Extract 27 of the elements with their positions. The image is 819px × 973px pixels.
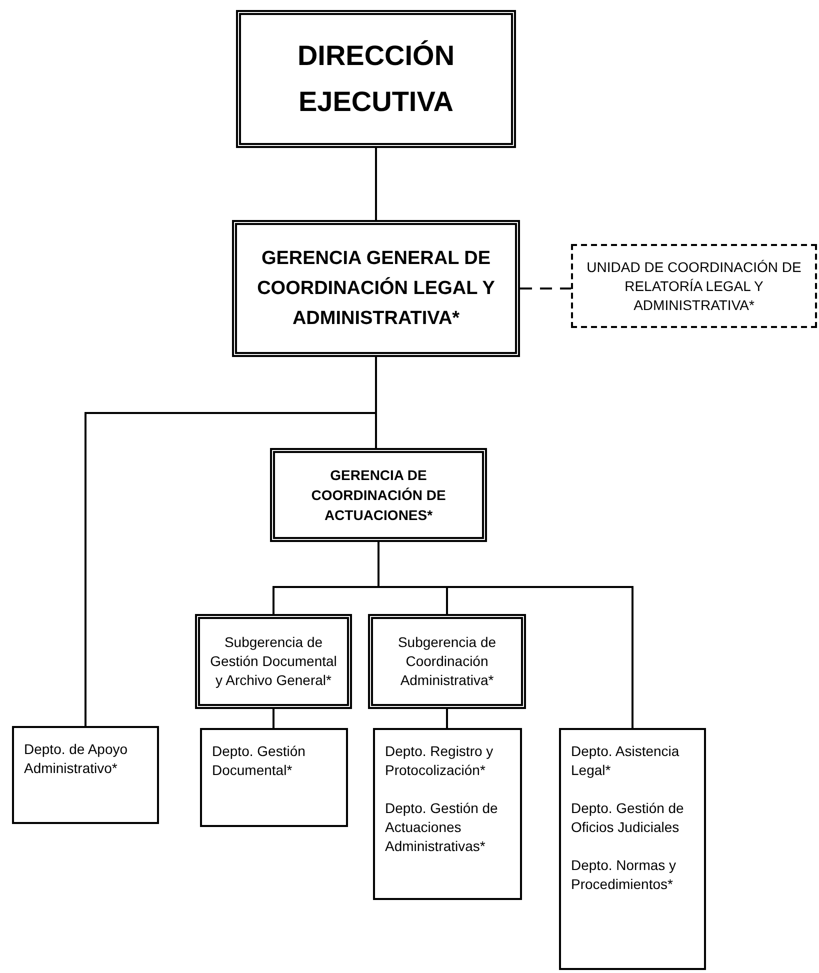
unit-name: Depto. Gestión Documental* [212,742,306,780]
unit-name: GERENCIA DE COORDINACIÓN DE ACTUACIONES* [310,466,447,525]
connector-line [520,288,571,290]
org-unit-box [270,448,487,542]
org-unit-box [236,10,516,148]
unit-name: Subgerencia de Gestión Documental y Archivo General* [210,633,337,690]
unit-name: Depto. de Apoyo Administrativo* [24,740,129,778]
org-unit-box [559,728,706,970]
unit-name: Depto. Registro y Protocolización* [385,742,494,780]
org-unit-box [195,614,352,709]
unit-name: DIRECCIÓN EJECUTIVA [296,39,456,119]
org-unit-box [368,614,526,709]
unit-name: Depto. Gestión de Oficios Judiciales [571,799,685,837]
org-unit-box [232,220,520,357]
connector-line [446,709,448,728]
connector-line [272,709,274,728]
unit-name: Depto. Gestión de Actuaciones Administrativas* [385,799,499,856]
org-unit-box [200,728,348,827]
unit-name: UNIDAD DE COORDINACIÓN DE RELATORÍA LEGAL Y ADMINISTRATIVA* [586,258,802,314]
unit-name: Subgerencia de Coordinación Administrativa* [396,633,498,690]
org-unit-box [12,726,159,824]
unit-name: Depto. Asistencia Legal* [571,742,680,780]
connector-line [375,148,377,220]
org-unit-box [571,244,817,328]
unit-name: Depto. Normas y Procedimientos* [571,856,678,894]
org-unit-box [373,728,522,900]
unit-name: GERENCIA GENERAL DE COORDINACIÓN LEGAL Y ADMINISTRATIVA* [256,246,496,330]
